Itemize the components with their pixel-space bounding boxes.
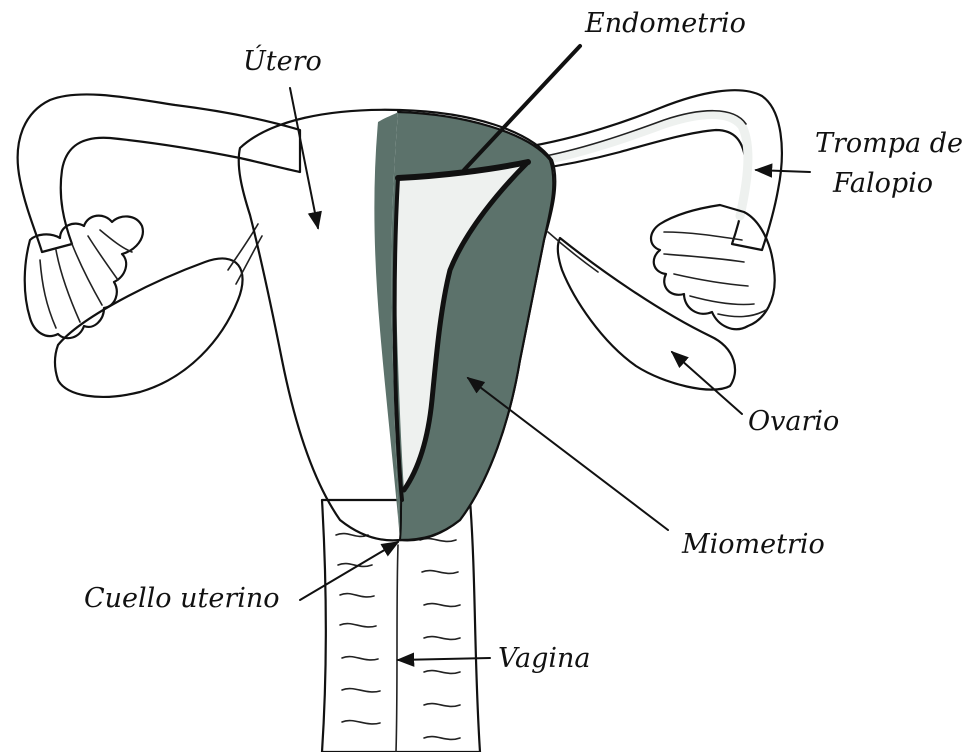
utero-leader [290, 88, 318, 228]
label-endometrio: Endometrio [584, 8, 746, 39]
right-fimbriae [651, 205, 775, 329]
cuello-leader [300, 542, 398, 600]
label-utero: Útero [243, 43, 322, 77]
label-vagina: Vagina [498, 643, 591, 674]
label-cuello-uterino: Cuello uterino [84, 583, 280, 614]
leader-lines [290, 46, 810, 660]
right-fallopian-tube [520, 90, 782, 250]
left-fimbriae [25, 216, 143, 339]
vaginal-rugae [336, 534, 460, 752]
label-trompa-line1: Trompa de [815, 128, 963, 159]
right-ovarian-ligament [548, 232, 598, 272]
label-ovario: Ovario [748, 406, 839, 437]
left-ovarian-ligament [228, 224, 262, 284]
label-miometrio: Miometrio [681, 529, 825, 560]
miometrio-leader [468, 378, 668, 530]
trompa-leader [756, 170, 810, 172]
label-trompa-line2: Falopio [832, 168, 933, 199]
left-fallopian-tube [18, 94, 300, 252]
